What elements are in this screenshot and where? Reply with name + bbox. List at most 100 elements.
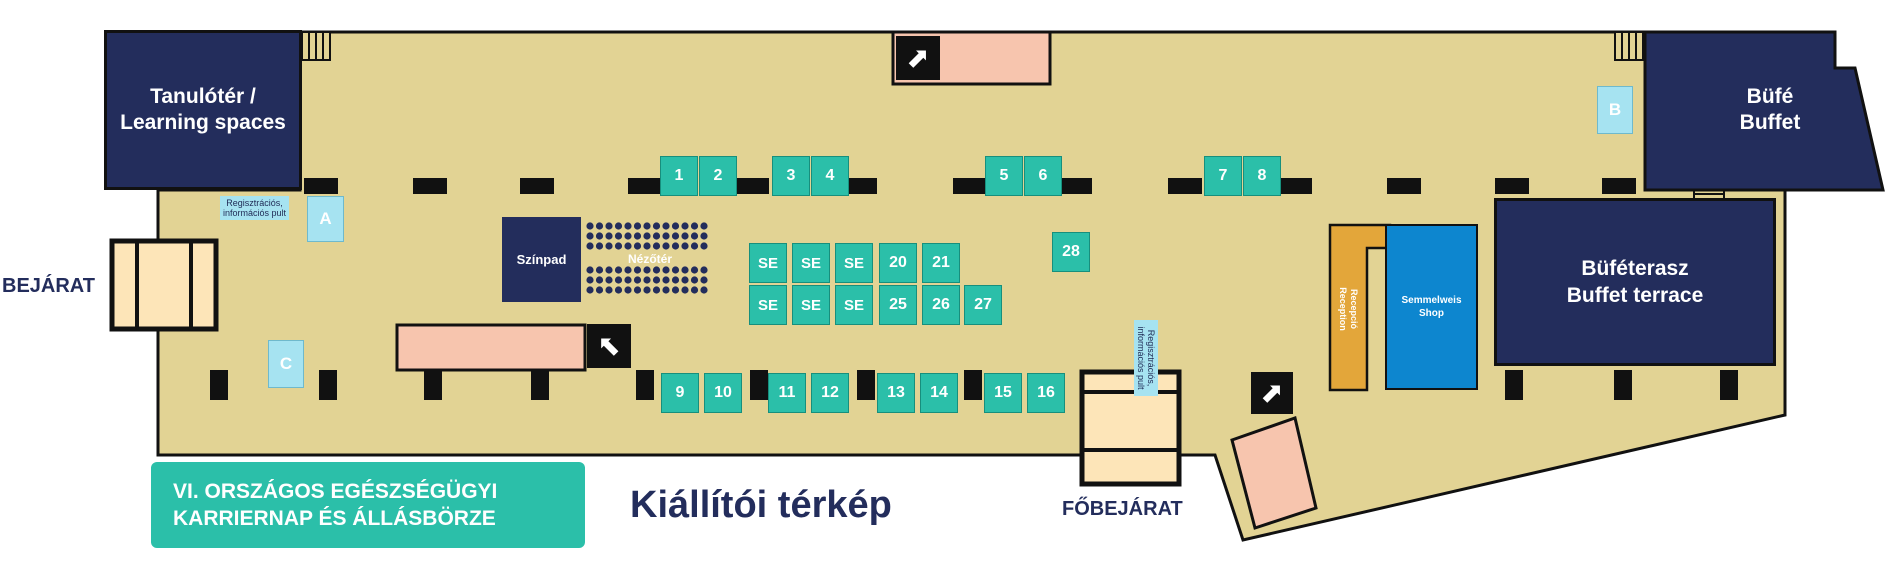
audience-seat (681, 276, 689, 284)
booth[interactable]: SE (835, 243, 873, 283)
info-desk-right-line2: információs pult (1136, 326, 1146, 390)
audience-seat (662, 286, 670, 294)
audience-seat (624, 266, 632, 274)
booth[interactable]: 16 (1027, 373, 1065, 413)
booth[interactable]: 12 (811, 373, 849, 413)
audience-seat (652, 286, 661, 294)
audience-seat (662, 242, 670, 250)
audience-seat (586, 286, 594, 294)
pillar (1168, 178, 1202, 194)
booth[interactable]: 28 (1052, 232, 1090, 272)
pillar (953, 178, 987, 194)
booth[interactable]: SE (749, 243, 787, 283)
booth[interactable]: 11 (768, 373, 806, 413)
shop-label-1: Semmelweis (1401, 295, 1462, 306)
booth[interactable]: 14 (920, 373, 958, 413)
pillar (210, 370, 228, 400)
booth[interactable]: 5 (985, 156, 1023, 196)
booth[interactable]: 20 (879, 243, 917, 283)
audience-seat (586, 242, 594, 250)
booth[interactable]: 27 (964, 285, 1002, 325)
audience-seat (681, 266, 689, 274)
pillar (1720, 370, 1738, 400)
booth[interactable]: 2 (699, 156, 737, 196)
marker-a[interactable]: A (307, 196, 344, 242)
pillar (636, 370, 654, 400)
audience-seat (662, 222, 670, 230)
pillar (413, 178, 447, 194)
audience-seat (595, 266, 604, 274)
audience-seat (633, 286, 642, 294)
booth[interactable]: 21 (922, 243, 960, 283)
booth[interactable]: 10 (704, 373, 742, 413)
audience-seat (700, 232, 708, 240)
audience-seat (652, 232, 661, 240)
info-desk-left-line1: Regisztrációs, (226, 198, 283, 208)
booth[interactable]: 15 (984, 373, 1022, 413)
audience-seat (624, 276, 632, 284)
semmelweis-shop: Semmelweis Shop (1385, 224, 1478, 390)
stage: Színpad (502, 217, 581, 302)
audience-seat (690, 286, 699, 294)
audience-seat (586, 232, 594, 240)
pink-room-bottom (1230, 416, 1318, 530)
learning-label-2: Learning spaces (120, 111, 286, 134)
info-desk-right-line1: Regisztrációs, (1146, 329, 1156, 387)
stairs-top-icon: ⬈ (896, 36, 940, 80)
main-entrance[interactable] (1079, 369, 1182, 487)
pillar (1602, 178, 1636, 194)
audience-seat (662, 276, 670, 284)
buffet-label: Büfé Buffet (1690, 84, 1850, 136)
marker-c[interactable]: C (268, 340, 304, 388)
pink-room-left (395, 323, 587, 372)
audience-seat (624, 232, 632, 240)
audience-seat (700, 222, 708, 230)
audience-seat (690, 276, 699, 284)
pillar (531, 370, 549, 400)
booth[interactable]: SE (792, 285, 830, 325)
side-entrance[interactable] (109, 238, 219, 332)
booth[interactable]: 8 (1243, 156, 1281, 196)
audience-seat (586, 266, 594, 274)
booth[interactable]: 25 (879, 285, 917, 325)
marker-b[interactable]: B (1597, 86, 1633, 134)
learning-spaces-room: Tanulótér / Learning spaces (104, 30, 302, 190)
booth[interactable]: SE (835, 285, 873, 325)
audience-seat (652, 222, 661, 230)
buffet-label-2: Buffet (1739, 111, 1801, 134)
booth[interactable]: SE (792, 243, 830, 283)
booth[interactable]: 4 (811, 156, 849, 196)
booth[interactable]: 7 (1204, 156, 1242, 196)
audience-seat (671, 286, 680, 294)
pillar (628, 178, 662, 194)
audience-seat (614, 242, 623, 250)
booth[interactable]: 6 (1024, 156, 1062, 196)
audience-seat (614, 286, 623, 294)
booth[interactable]: 26 (922, 285, 960, 325)
banner-line-2: KARRIERNAP ÉS ÁLLÁSBÖRZE (173, 507, 496, 530)
audience-seat (681, 232, 689, 240)
audience-seat (690, 242, 699, 250)
audience-seat (595, 276, 604, 284)
stairs-left-icon: ⬉ (587, 324, 631, 368)
audience-seat (614, 276, 623, 284)
pillar (843, 178, 877, 194)
booth[interactable]: 1 (660, 156, 698, 196)
pillar (964, 370, 982, 400)
audience-seat (643, 232, 651, 240)
side-entrance-label: BEJÁRAT (2, 275, 95, 297)
audience-seat (652, 242, 661, 250)
pillar (304, 178, 338, 194)
booth[interactable]: 3 (772, 156, 810, 196)
reception-label: Recepció Reception (1337, 264, 1359, 354)
audience-seat (671, 276, 680, 284)
audience-label: Nézőtér (627, 252, 672, 266)
booth[interactable]: 9 (661, 373, 699, 413)
audience-seat (586, 222, 594, 230)
pillar (1495, 178, 1529, 194)
booth[interactable]: 13 (877, 373, 915, 413)
audience-seat (624, 286, 632, 294)
booth[interactable]: SE (749, 285, 787, 325)
audience-seat (595, 242, 604, 250)
pillar (1058, 178, 1092, 194)
